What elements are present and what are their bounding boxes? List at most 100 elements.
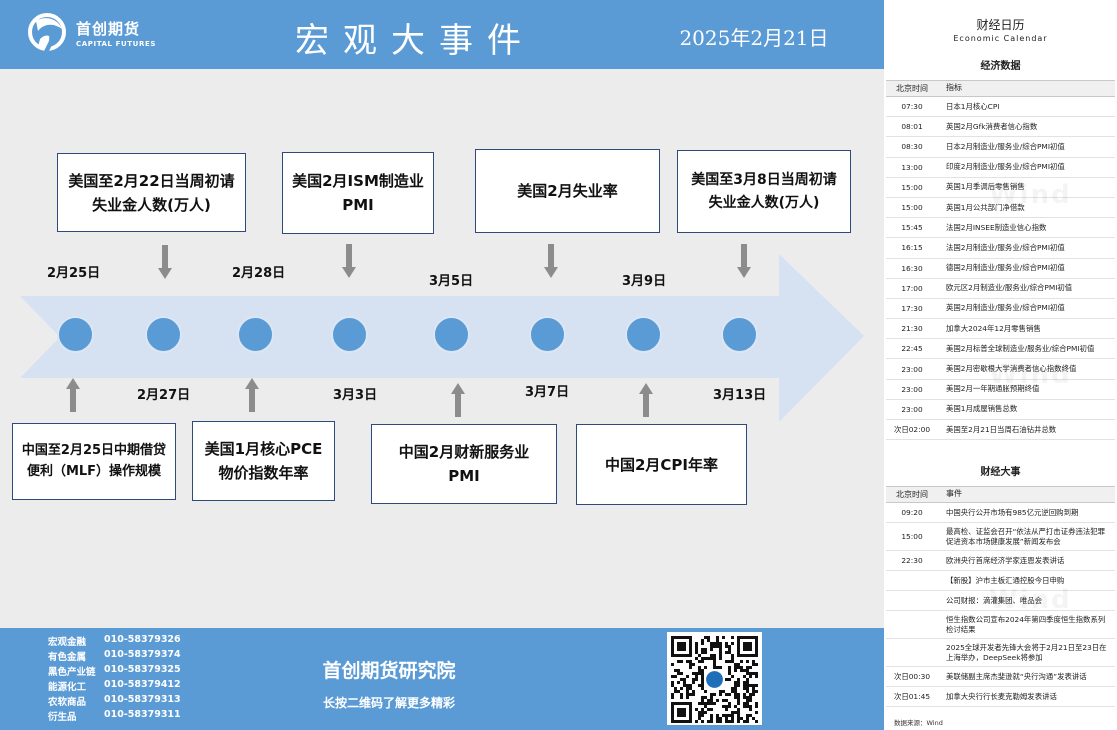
timeline-dot	[145, 316, 182, 353]
table-row[interactable]: 21:30 加拿大2024年12月零售销售	[886, 319, 1115, 340]
contact-phone[interactable]: 010-58379412	[104, 679, 181, 690]
event-box-top-4[interactable]: 美国至3月8日当周初请失业金人数(万人)	[677, 150, 851, 233]
event-text-line: 美国2月失业率	[517, 182, 618, 200]
timeline-date: 3月7日	[525, 385, 570, 400]
row-time: 23:00	[901, 364, 923, 374]
row-item: 加拿大2024年12月零售销售	[946, 323, 1041, 333]
row-item: 美联储副主席杰斐逊就“央行沟通”发表讲话	[946, 671, 1087, 681]
row-time: 次日00:30	[893, 672, 931, 681]
contact-phone[interactable]: 010-58379311	[104, 709, 181, 720]
row-item: 英国1月季调后零售销售	[946, 182, 1025, 192]
row-item: 美国2月标普全球制造业/服务业/综合PMI初值	[946, 343, 1095, 353]
footer-title: 首创期货研究院	[322, 660, 456, 682]
footer-subtitle: 长按二维码了解更多精彩	[322, 696, 455, 710]
row-time: 08:30	[901, 142, 923, 152]
row-time: 08:01	[901, 122, 923, 132]
contact-dept: 衍生品	[48, 712, 77, 723]
logo-mark-icon	[28, 13, 66, 53]
row-time: 23:00	[901, 404, 923, 414]
row-time: 15:45	[901, 223, 923, 233]
logo-cn-text: 首创期货	[76, 20, 141, 38]
up-arrow-icon	[66, 378, 80, 412]
table-row[interactable]: 恒生指数公司宣布2024年第四季度恒生指数系列检讨结果	[886, 611, 1115, 639]
timeline-dot	[433, 316, 470, 353]
row-item: 最高检、证监会召开“依法从严打击证券违法犯罪 促进资本市场健康发展”新闻发布会	[946, 526, 1106, 546]
event-text-line: 美国至3月8日当周初请	[691, 172, 837, 189]
timeline-date: 3月9日	[622, 274, 667, 289]
table-row[interactable]: 公司财报：滴灌集团、唯品会	[886, 591, 1115, 611]
row-item: 德国2月制造业/服务业/综合PMI初值	[946, 263, 1065, 273]
contact-row: 衍生品 010-58379311	[48, 709, 208, 724]
table-header: 北京时间 事件	[886, 486, 1115, 503]
contact-phone[interactable]: 010-58379326	[104, 634, 181, 645]
table-row[interactable]: 2025全球开发者先锋大会将于2月21日至23日在上海举办，DeepSeek将参…	[886, 639, 1115, 667]
event-text-line: 失业金人数(万人)	[708, 194, 820, 211]
row-item: 公司财报：滴灌集团、唯品会	[946, 595, 1043, 605]
event-text-line: 美国1月核心PCE	[204, 440, 323, 458]
event-text-line: PMI	[448, 467, 480, 485]
row-time: 次日01:45	[893, 692, 931, 701]
timeline-date: 3月3日	[333, 388, 378, 403]
table-row[interactable]: 次日01:45 加拿大央行行长麦克勒姆发表讲话	[886, 687, 1115, 707]
contact-dept: 宏观金融	[48, 637, 87, 648]
timeline-date: 2月27日	[137, 388, 191, 403]
row-time: 21:30	[901, 324, 923, 334]
row-item: 美国1月成屋销售总数	[946, 404, 1018, 414]
data-source: 数据来源：Wind	[894, 719, 943, 727]
timeline-date: 3月13日	[713, 388, 767, 403]
event-box-top-3[interactable]: 美国2月失业率	[475, 149, 660, 233]
contact-phone[interactable]: 010-58379325	[104, 664, 181, 675]
table-row[interactable]: 23:00 美国1月成屋销售总数	[886, 400, 1115, 420]
table-row[interactable]: 15:45 法国2月INSEE制造业信心指数	[886, 218, 1115, 239]
row-time: 16:30	[901, 263, 923, 273]
event-box-top-1[interactable]: 美国至2月22日当周初请失业金人数(万人)	[57, 153, 246, 232]
down-arrow-icon	[737, 244, 751, 278]
company-logo[interactable]: 首创期货 CAPITAL FUTURES	[28, 11, 155, 57]
row-item: 加拿大央行行长麦克勒姆发表讲话	[946, 691, 1057, 701]
row-item: 日本2月制造业/服务业/综合PMI初值	[946, 141, 1065, 151]
up-arrow-icon	[639, 383, 653, 417]
contact-phone[interactable]: 010-58379313	[104, 694, 181, 705]
contact-row: 宏观金融 010-58379326	[48, 634, 208, 649]
header-bar: 首创期货 CAPITAL FUTURES 宏观大事件 2025年2月21日	[0, 0, 884, 69]
event-box-bottom-1[interactable]: 中国至2月25日中期借贷便利（MLF）操作规模	[12, 423, 176, 500]
row-time: 07:30	[901, 102, 923, 112]
event-text-line: 便利（MLF）操作规模	[26, 463, 162, 479]
table-row[interactable]: 08:30 日本2月制造业/服务业/综合PMI初值	[886, 137, 1115, 158]
event-text-line: 失业金人数(万人)	[92, 195, 211, 214]
qr-code-icon[interactable]	[667, 632, 762, 725]
event-text-line: 中国2月CPI年率	[604, 455, 719, 474]
table-row[interactable]: 次日00:30 美联储副主席杰斐逊就“央行沟通”发表讲话	[886, 667, 1115, 687]
header-time: 北京时间	[896, 490, 928, 499]
event-text-line: 中国2月财新服务业	[398, 443, 530, 461]
table-row[interactable]: 【新股】沪市主板汇通控股今日申购	[886, 571, 1115, 591]
contact-dept: 有色金属	[48, 652, 87, 663]
contact-phone[interactable]: 010-58379374	[104, 649, 181, 660]
row-time: 23:00	[901, 384, 923, 394]
timeline-dot	[57, 316, 94, 353]
event-box-bottom-3[interactable]: 中国2月财新服务业 PMI	[371, 424, 557, 504]
event-box-bottom-4[interactable]: 中国2月CPI年率	[576, 424, 747, 505]
row-item: 法国2月INSEE制造业信心指数	[946, 222, 1047, 232]
table-row[interactable]: 16:30 德国2月制造业/服务业/综合PMI初值	[886, 259, 1115, 279]
timeline-dot	[529, 316, 566, 353]
